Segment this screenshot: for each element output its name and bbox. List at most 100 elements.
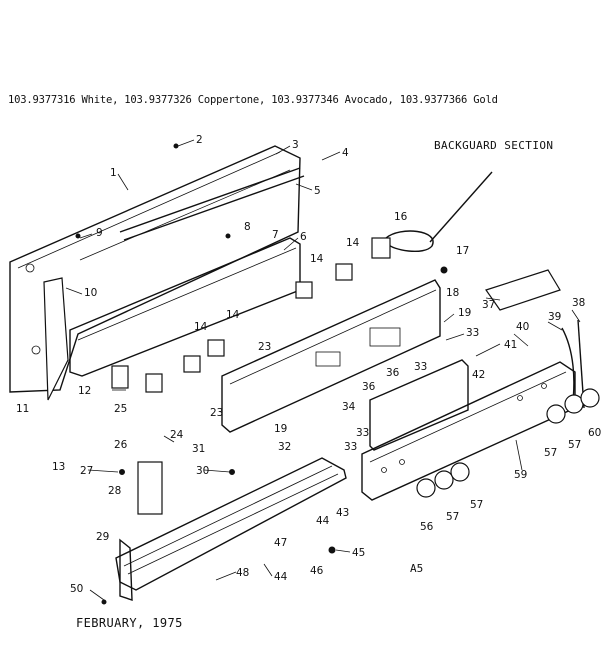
callout: 47 — [274, 537, 287, 549]
knob-part — [450, 462, 470, 482]
knob-part — [416, 478, 436, 498]
end-cap-part — [119, 538, 133, 601]
callout: 37 — [482, 299, 495, 311]
leader-lines — [65, 139, 581, 601]
knob-part — [564, 394, 584, 414]
callout: 33 — [356, 427, 369, 439]
callout: 33 — [414, 361, 427, 373]
callout: 36 — [362, 381, 376, 393]
callout: 31 — [192, 443, 205, 455]
control-console-part — [221, 279, 441, 433]
callout: 1 — [110, 167, 117, 179]
callout: 43 — [336, 507, 349, 519]
callout: 50 — [70, 583, 83, 595]
callout: 57 — [568, 439, 581, 451]
screw-part — [225, 233, 231, 239]
callout: 19 — [458, 307, 471, 319]
callout: 60 — [588, 427, 601, 439]
callout: 19 — [274, 423, 287, 435]
callout: 13 — [52, 461, 65, 473]
callout: 26 — [114, 439, 128, 451]
callout: 29 — [96, 531, 109, 543]
callout: 16 — [394, 211, 408, 223]
callout: 5 — [314, 185, 321, 197]
callout: 44 — [316, 515, 330, 527]
callout: 23 — [258, 341, 271, 353]
screw-part — [440, 266, 448, 274]
callout: 57 — [470, 499, 483, 511]
side-bracket-part — [43, 277, 69, 401]
callout: 40 — [516, 321, 529, 333]
callout: 8 — [244, 221, 251, 233]
callout: 14 — [226, 309, 240, 321]
publication-date: FEBRUARY, 1975 — [76, 616, 183, 630]
callout: 56 — [420, 521, 434, 533]
lamp-tube-part — [119, 167, 305, 241]
knob-part — [434, 470, 454, 490]
receptacle-part — [371, 237, 391, 259]
callout: 33 — [344, 441, 357, 453]
callout: 39 — [548, 311, 561, 323]
callout: 17 — [456, 245, 469, 257]
callout: 32 — [278, 441, 291, 453]
callout: 23 — [210, 407, 223, 419]
callout: 30 — [196, 465, 209, 477]
wire-lead-part — [385, 230, 434, 253]
callout: 24 — [170, 429, 184, 441]
knob-part — [580, 388, 600, 408]
callout: 36 — [386, 367, 400, 379]
screw-part — [173, 143, 179, 149]
page-label: A5 — [410, 562, 424, 575]
callout: 2 — [196, 134, 203, 146]
callout: 3 — [292, 139, 299, 151]
callout: 10 — [84, 287, 97, 299]
starter-part — [145, 373, 163, 393]
clock-module-part — [369, 359, 469, 451]
callout: 18 — [446, 287, 459, 299]
callout: 44 — [274, 571, 288, 583]
callout: 46 — [310, 565, 324, 577]
callout: 9 — [96, 227, 103, 239]
callout: 14 — [346, 237, 360, 249]
probe-wire-part — [429, 171, 493, 243]
callout: 41 — [504, 339, 517, 351]
screw-part — [75, 233, 81, 239]
callout: 6 — [300, 231, 307, 243]
callout: 14 — [310, 253, 324, 265]
callout: 7 — [272, 229, 279, 241]
terminal-block-part — [137, 461, 163, 515]
switch-part — [335, 263, 353, 281]
callout: 28 — [108, 485, 121, 497]
callout: 34 — [342, 401, 356, 413]
callout: 45 — [352, 547, 365, 559]
switch-part — [183, 355, 201, 373]
callout: 12 — [78, 385, 91, 397]
callout: 48 — [236, 567, 249, 579]
nut-part — [328, 546, 336, 554]
screw-part — [119, 469, 125, 475]
screw-part — [229, 469, 235, 475]
callout: 4 — [342, 147, 349, 159]
callout: 59 — [514, 469, 527, 481]
callout: 57 — [446, 511, 459, 523]
section-title: BACKGUARD SECTION — [434, 139, 554, 152]
callout: 57 — [544, 447, 557, 459]
ballast-part — [111, 365, 129, 389]
lamp-channel-part — [69, 237, 301, 377]
callout: 14 — [194, 321, 208, 333]
switch-part — [207, 339, 225, 357]
knob-part — [546, 404, 566, 424]
instruction-card-part — [485, 269, 561, 311]
callout: 25 — [114, 403, 127, 415]
switch-part — [295, 281, 313, 299]
callout: 33 — [466, 327, 479, 339]
callout: 27 — [80, 465, 93, 477]
model-numbers-header: 103.9377316 White, 103.9377326 Copperton… — [8, 94, 498, 106]
callout: 38 — [572, 297, 585, 309]
screw-part — [101, 599, 107, 605]
callout: 42 — [472, 369, 485, 381]
callout-labels: 1 2 3 4 5 6 7 8 9 10 11 12 13 14 14 14 1… — [16, 134, 601, 595]
callout: 11 — [16, 403, 29, 415]
back-panel-part — [9, 145, 301, 393]
